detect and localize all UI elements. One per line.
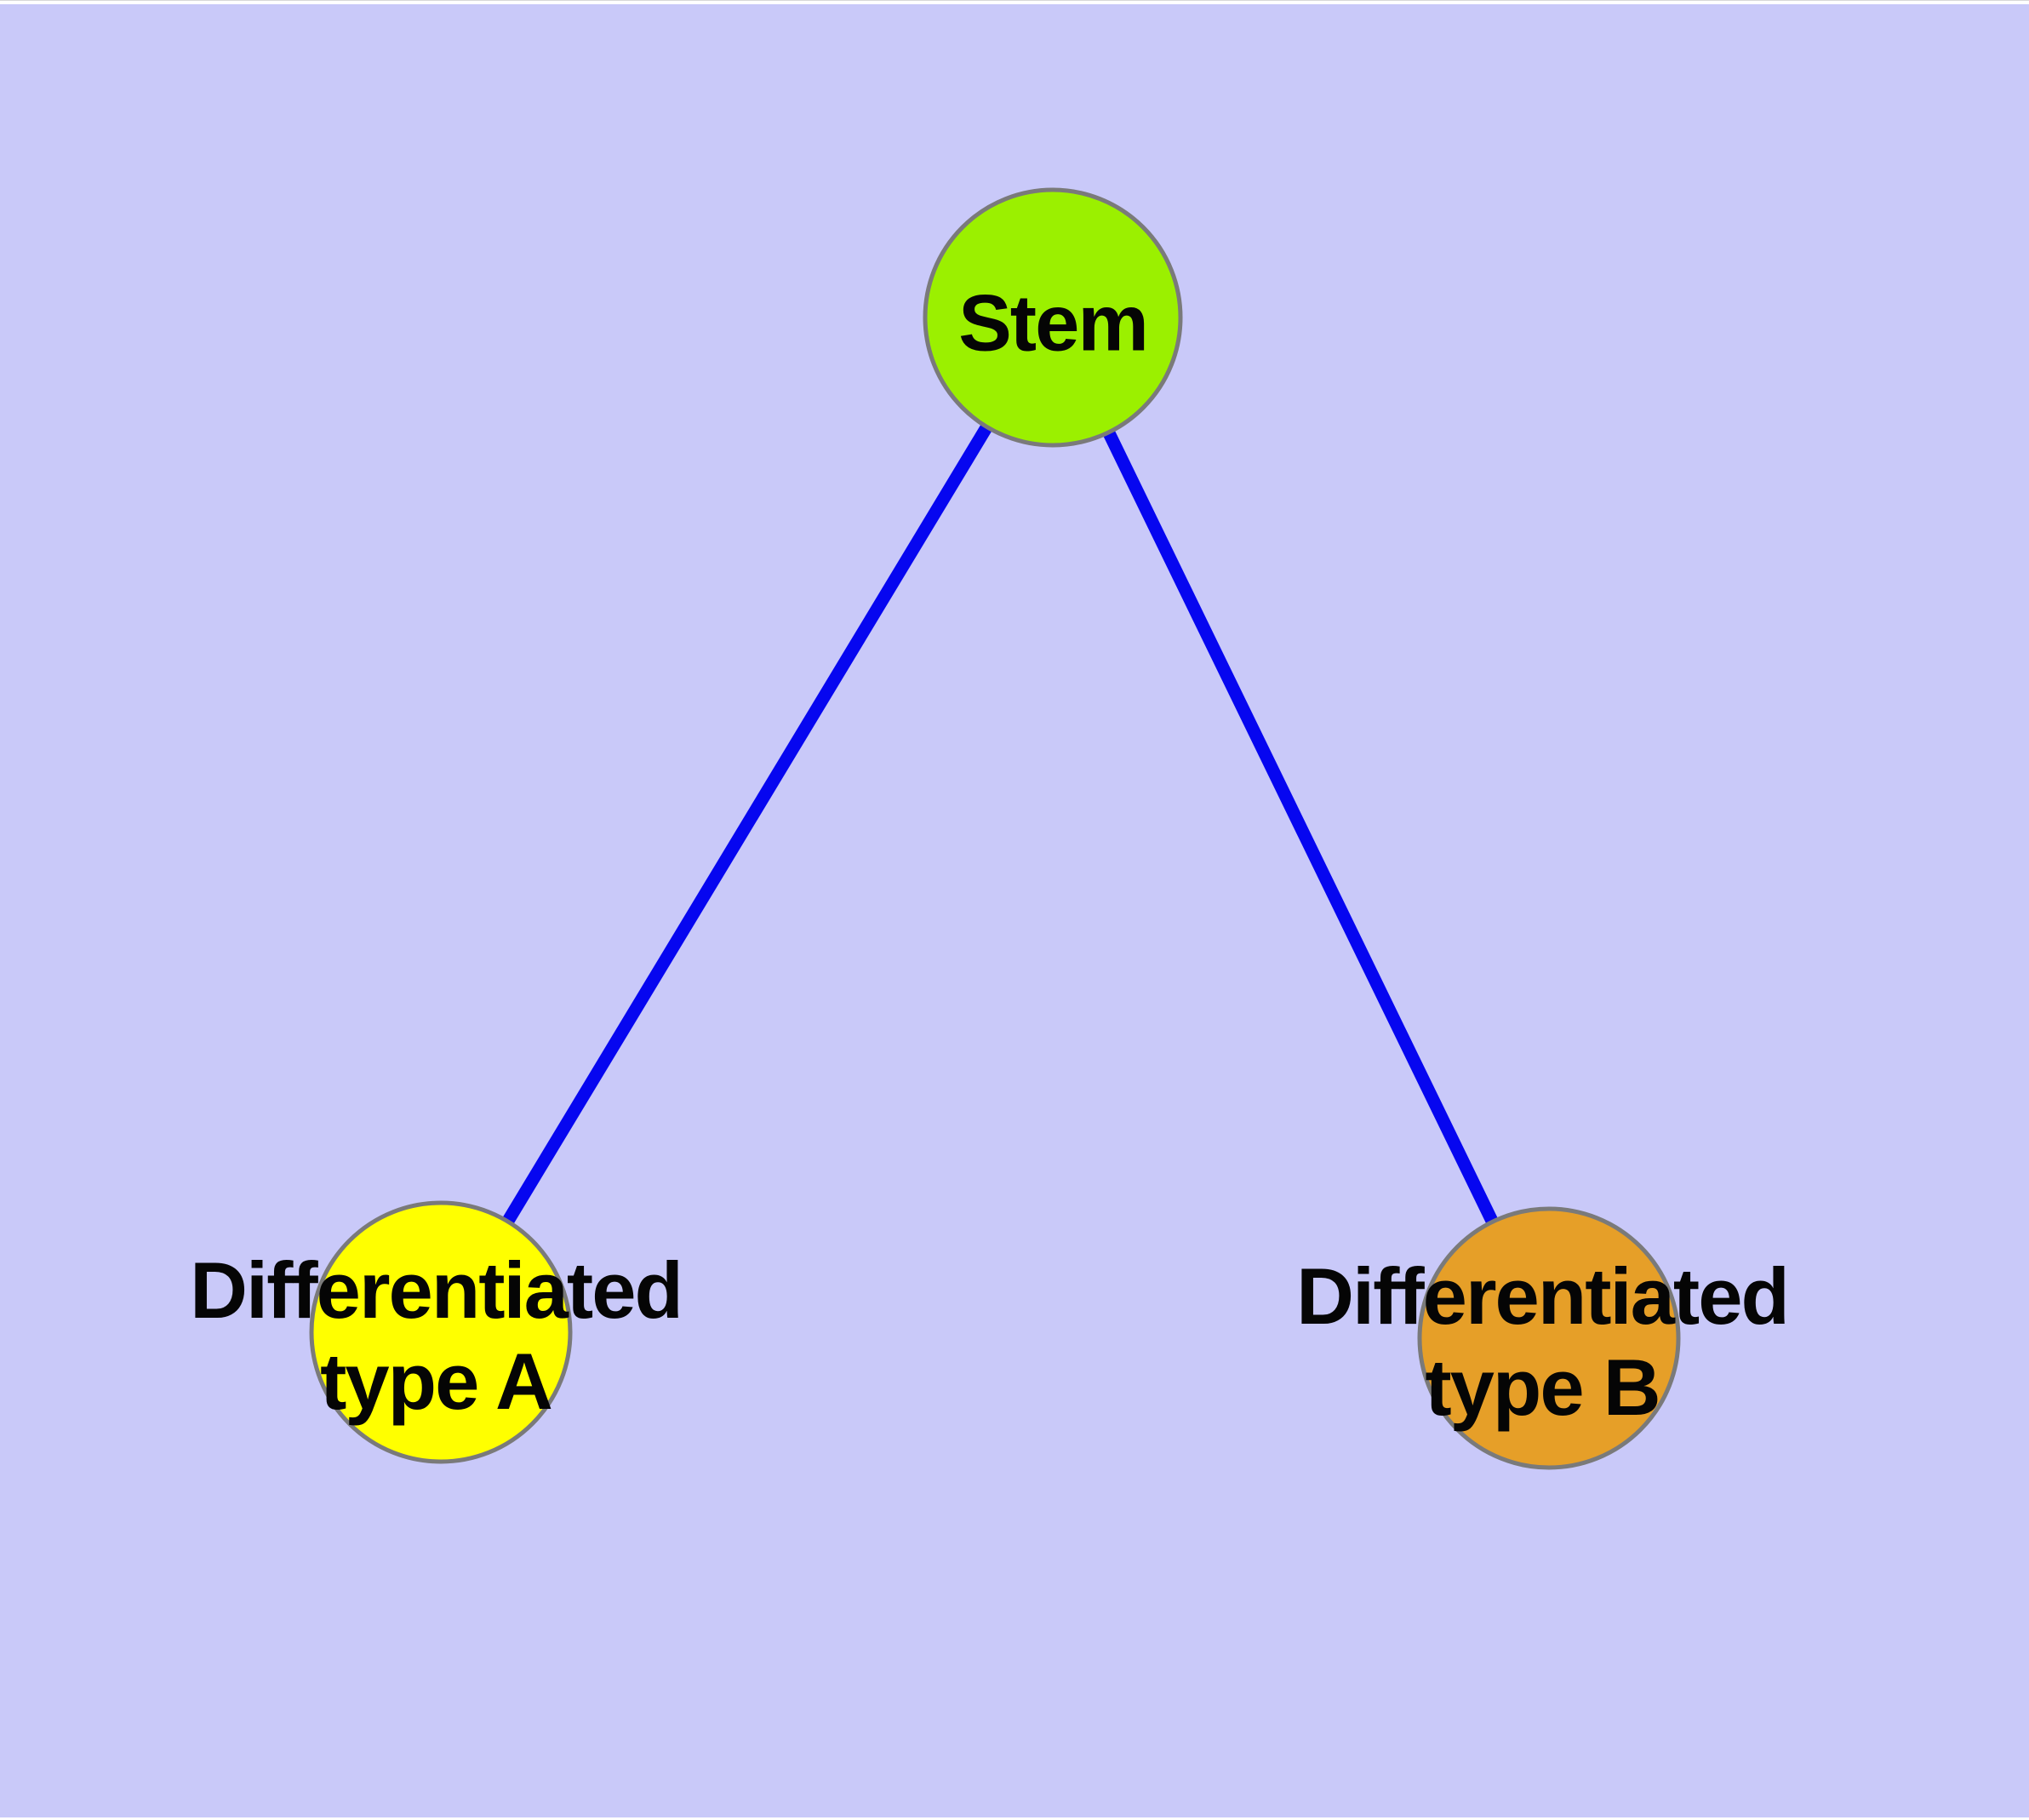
node-type-a-circle (309, 1200, 573, 1464)
edge-stem-to-type-a (435, 314, 1059, 1336)
top-hairline (0, 0, 2029, 1)
edge-stem-to-type-b (1047, 314, 1555, 1342)
node-type-b-circle (1417, 1206, 1681, 1470)
node-stem-circle (923, 187, 1183, 448)
